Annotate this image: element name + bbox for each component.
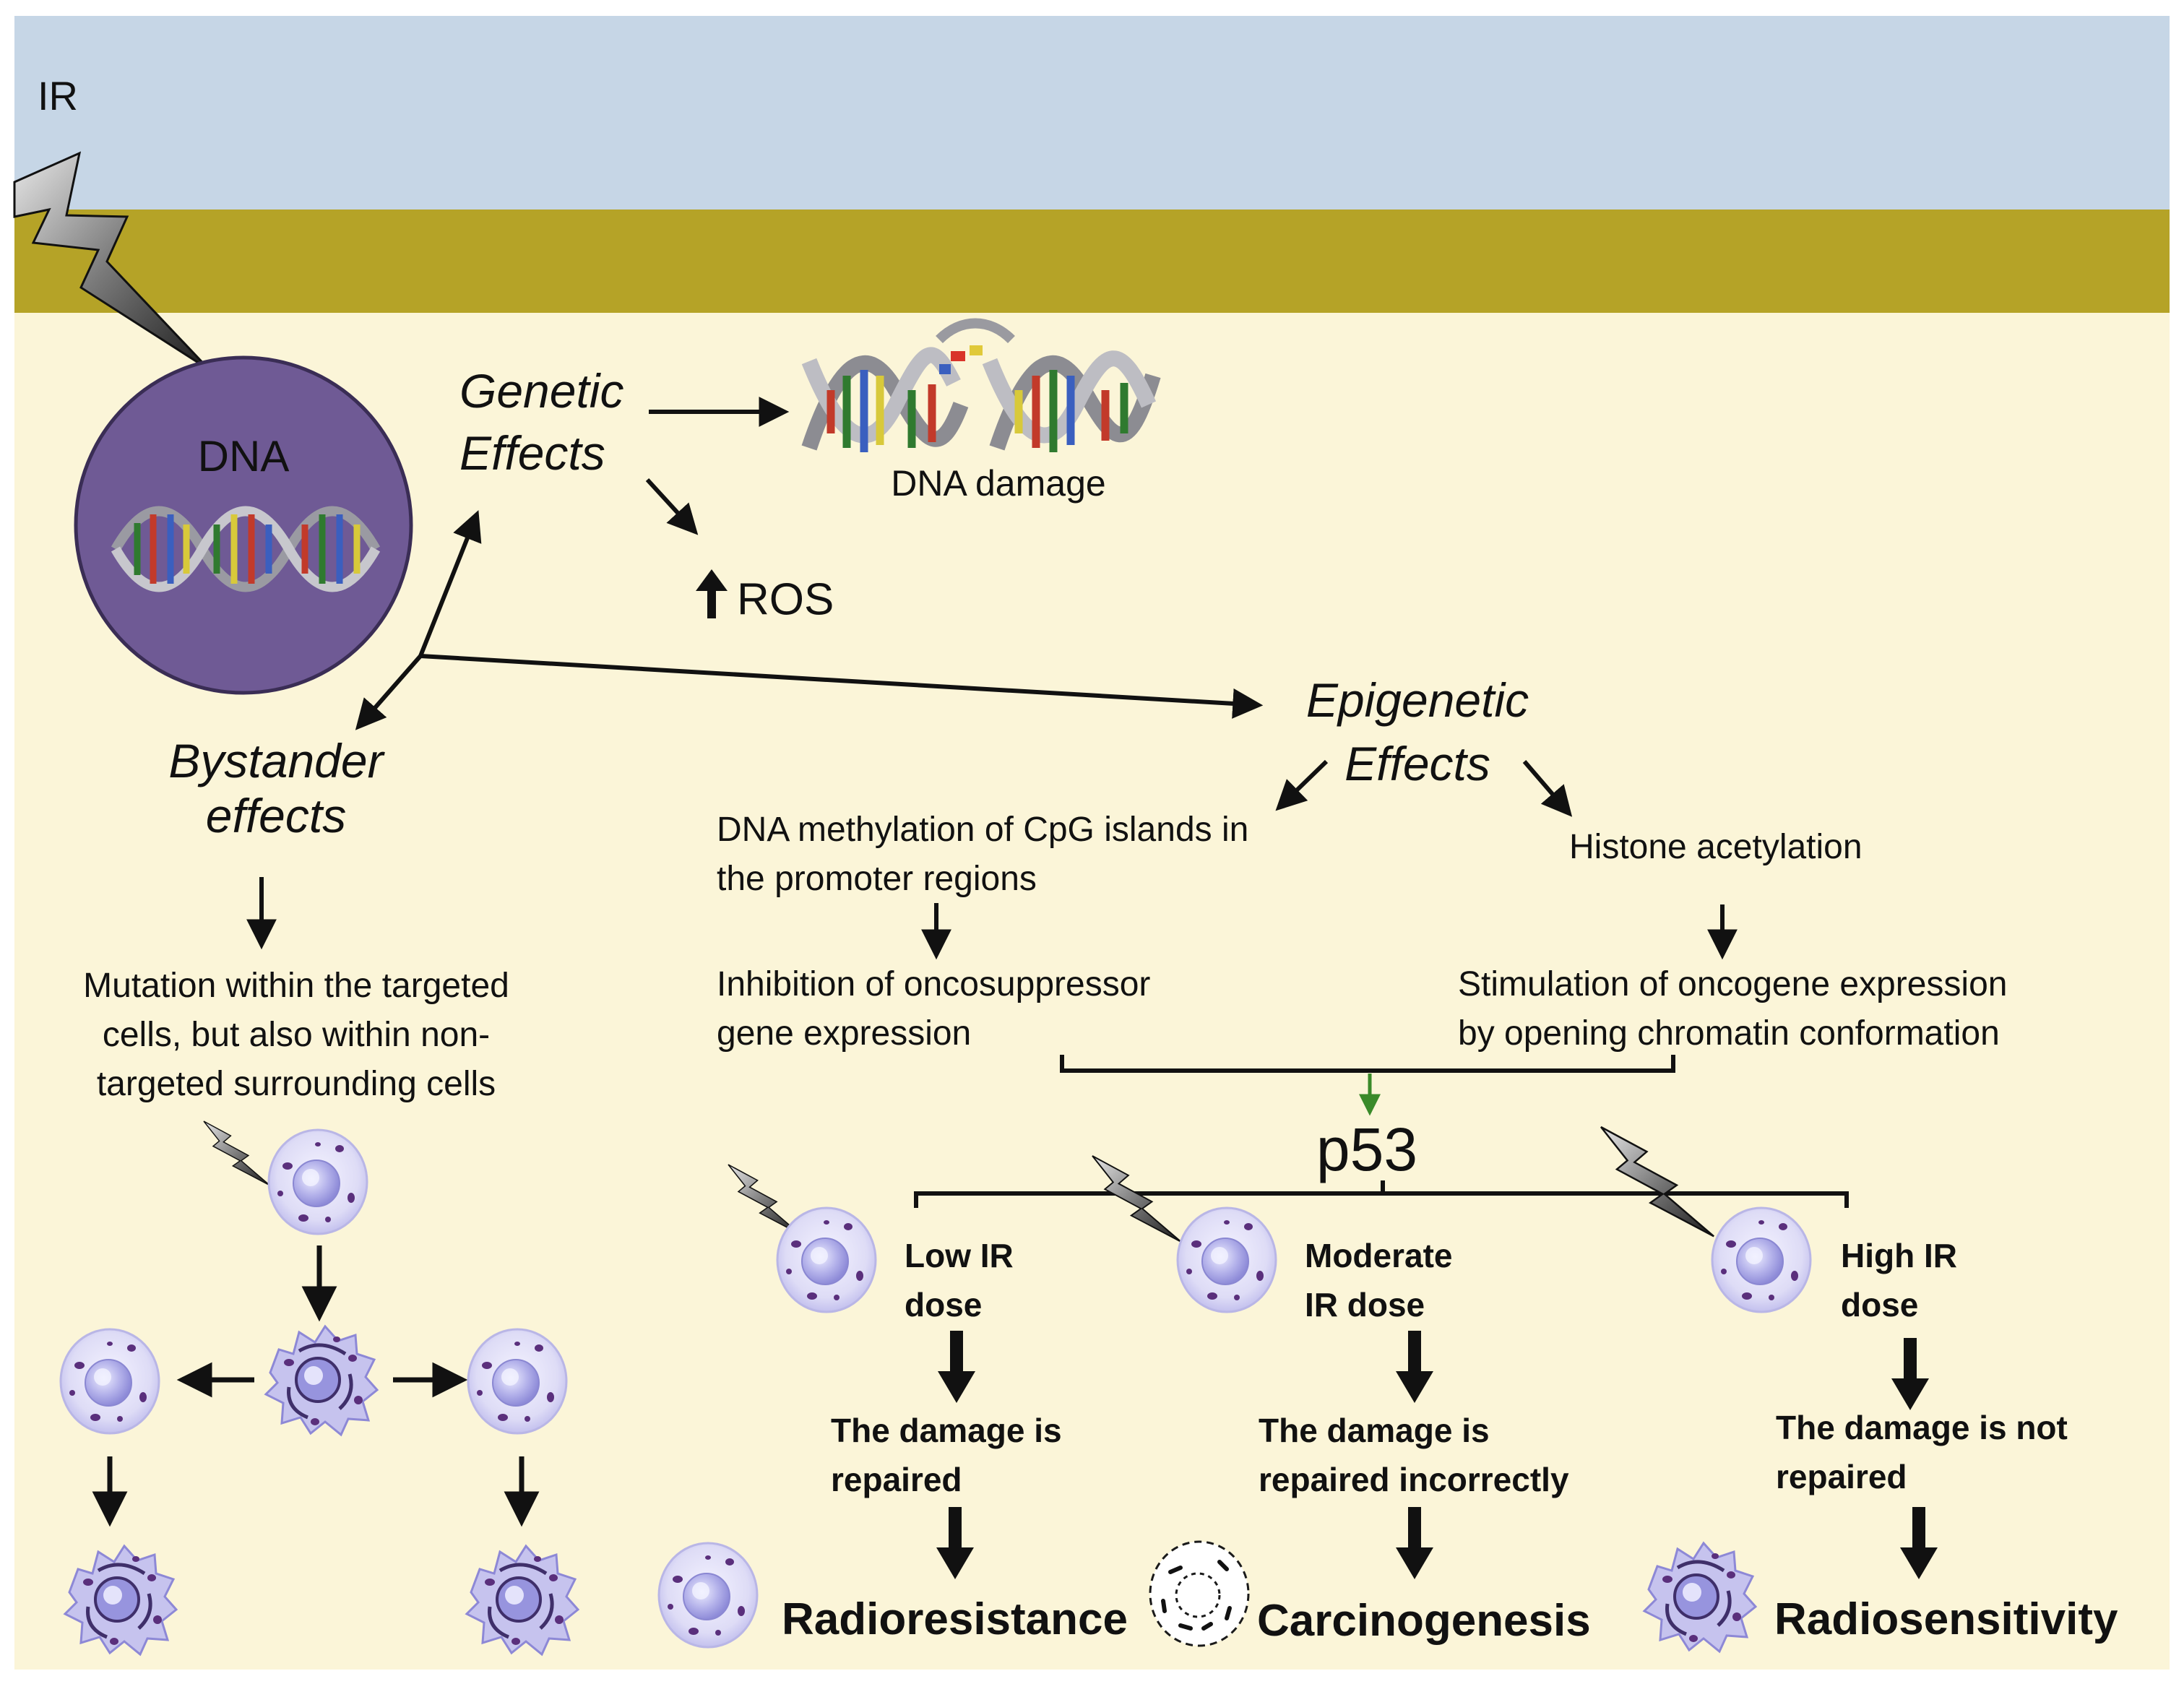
low-dose-label-2: dose (905, 1286, 982, 1324)
arrow-genetic-to-ros (645, 478, 699, 535)
high-dose-cell (1711, 1206, 1812, 1313)
bystander-effects-label-1: Bystander (168, 734, 385, 787)
merge-bracket (1060, 1055, 1675, 1073)
epigenetic-effects-label-2: Effects (1345, 737, 1490, 790)
damaged-dna-icon (801, 318, 1161, 452)
cell-membrane (14, 210, 2170, 313)
p53-label: p53 (1316, 1115, 1417, 1183)
moderate-dose-label-2: IR dose (1305, 1286, 1425, 1324)
high-dose-label-1: High IR (1841, 1237, 1957, 1274)
low-dose-cell (776, 1206, 877, 1313)
epigenetic-effects-label-1: Epigenetic (1306, 673, 1529, 727)
p53-branch-bracket (914, 1180, 1849, 1208)
not-repaired-label-2: repaired (1776, 1458, 1907, 1495)
mutation-label-2: cells, but also within non- (103, 1016, 490, 1054)
not-repaired-label-1: The damage is not (1776, 1409, 2068, 1446)
repaired-label-1: The damage is (831, 1412, 1062, 1449)
methylation-label-1: DNA methylation of CpG islands in (717, 811, 1248, 849)
radioresistance-label: Radioresistance (782, 1594, 1128, 1644)
incorrect-label-1: The damage is (1259, 1412, 1490, 1449)
extracellular-space (14, 16, 2170, 210)
nucleus-dna-label: DNA (198, 432, 290, 480)
carcinogenesis-label: Carcinogenesis (1257, 1596, 1591, 1646)
arrow-epi-to-histone (1522, 760, 1573, 817)
incorrect-label-2: repaired incorrectly (1259, 1461, 1569, 1498)
repaired-label-2: repaired (831, 1461, 962, 1498)
bystander-right-cell (467, 1328, 568, 1435)
bystander-left-cell (59, 1328, 160, 1435)
moderate-dose-label-1: Moderate (1305, 1237, 1452, 1274)
methylation-label-2: the promoter regions (717, 860, 1037, 898)
ir-lightning-icon (13, 151, 211, 371)
high-dose-label-2: dose (1841, 1286, 1918, 1324)
low-dose-label-1: Low IR (905, 1237, 1014, 1274)
arrow-to-epigenetic (420, 654, 1264, 719)
dna-damage-label: DNA damage (891, 463, 1105, 504)
inhibition-label-1: Inhibition of oncosuppressor (717, 965, 1150, 1003)
stimulation-label-1: Stimulation of oncogene expression (1458, 965, 2007, 1003)
ir-label: IR (38, 73, 78, 118)
increase-arrow-icon (696, 569, 728, 618)
arrow-epi-to-methylation (1275, 759, 1329, 811)
radiosensitivity-label: Radiosensitivity (1774, 1594, 2118, 1644)
arrow-to-bystander (355, 655, 423, 730)
nucleus-dna-helix-icon (111, 506, 381, 592)
bystander-effects-label-2: effects (206, 789, 346, 842)
histone-label: Histone acetylation (1569, 828, 1863, 866)
ros-label: ROS (737, 574, 834, 624)
bystander-target-cell (267, 1128, 368, 1235)
radioresistance-cell (657, 1542, 759, 1649)
mutation-label-3: targeted surrounding cells (97, 1065, 496, 1103)
moderate-dose-cell (1176, 1206, 1277, 1313)
inhibition-label-2: gene expression (717, 1014, 971, 1053)
genetic-effects-label-2: Effects (459, 426, 605, 480)
genetic-effects-label-1: Genetic (459, 364, 623, 418)
arrow-to-genetic (418, 510, 482, 657)
nucleus-circle (74, 355, 413, 695)
carcinogenesis-cell (1150, 1542, 1248, 1646)
stimulation-label-2: by opening chromatin conformation (1458, 1014, 2000, 1053)
mutation-label-1: Mutation within the targeted (83, 967, 509, 1005)
